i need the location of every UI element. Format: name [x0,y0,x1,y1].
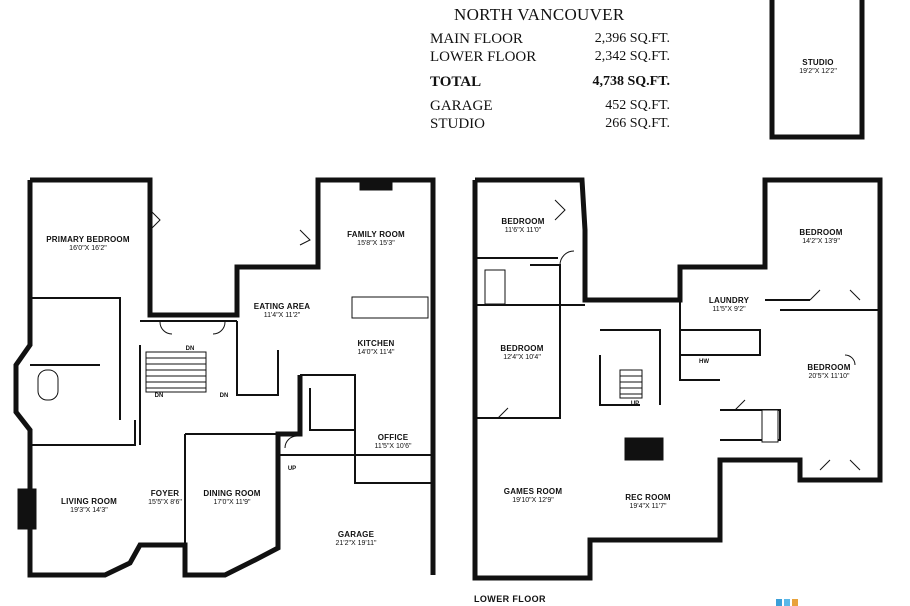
lower-stairs [619,369,643,399]
lower-fireplace [624,437,664,461]
lower-bathtub-2 [761,409,779,443]
area-summary: NORTH VANCOUVER MAIN FLOOR 2,396 SQ.FT. L… [430,5,670,133]
summary-label: STUDIO [430,116,485,132]
logo-block [792,599,798,606]
summary-area: 2,396 SQ.FT. [594,31,670,46]
stair-treads [146,357,206,389]
summary-heading: NORTH VANCOUVER [454,5,625,24]
main-interior-walls [30,297,433,545]
summary-label: GARAGE [430,98,493,114]
family-fireplace [359,181,393,191]
summary-row: STUDIO 266 SQ.FT. [430,115,670,133]
summary-area: 452 SQ.FT. [605,98,670,113]
stair-dn-tag: DN [219,393,229,399]
studio-walls [769,0,865,140]
main-stairs [145,351,207,393]
summary-label: LOWER FLOOR [430,49,537,65]
summary-row-total: TOTAL 4,738 SQ.FT. [430,73,670,91]
logo-icon [776,599,798,606]
kitchen-island [351,296,429,319]
summary-label: MAIN FLOOR [430,31,523,47]
summary-area: 2,342 SQ.FT. [594,49,670,64]
door-swings [149,199,861,471]
logo-block [784,599,790,606]
summary-row: LOWER FLOOR 2,342 SQ.FT. [430,48,670,66]
fireplace [17,488,37,530]
summary-row: GARAGE 452 SQ.FT. [430,97,670,115]
stair-up-tag: UP [630,401,640,407]
stair-up-tag: UP [287,466,297,472]
bathtub [37,369,59,401]
lower-stair-treads [620,375,642,395]
hot-water-tag: HW [699,359,709,365]
summary-row: MAIN FLOOR 2,396 SQ.FT. [430,30,670,48]
summary-label: TOTAL [430,74,482,90]
lower-floor-outer-wall [472,177,883,581]
summary-area: 4,738 SQ.FT. [592,74,670,89]
floor-name-label: LOWER FLOOR [474,594,546,604]
lower-bathtub [484,269,506,305]
stair-dn-tag: DN [185,346,195,352]
stair-dn-tag: DN [154,393,164,399]
summary-area: 266 SQ.FT. [605,116,670,131]
logo-block [776,599,782,606]
main-floor-outer-wall [13,177,436,578]
